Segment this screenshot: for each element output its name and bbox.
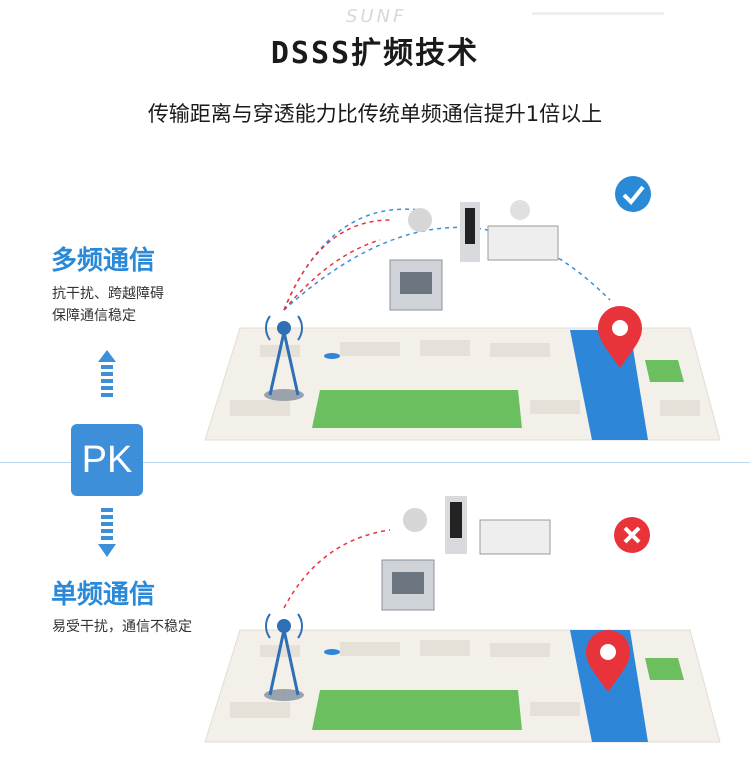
section-divider xyxy=(0,462,750,463)
signal-tower-icon xyxy=(264,315,304,401)
single-frequency-heading: 单频通信 xyxy=(51,580,156,610)
signal-tower-icon xyxy=(264,613,304,701)
cross-icon xyxy=(614,517,650,553)
page-subtitle: 传输距离与穿透能力比传统单频通信提升1倍以上 xyxy=(147,102,603,126)
city-map xyxy=(204,629,721,743)
single-frequency-illustration xyxy=(204,496,721,743)
multi-frequency-desc-2: 保障通信稳定 xyxy=(52,308,136,324)
arrow-up-icon xyxy=(98,350,116,397)
destination-pin-icon xyxy=(586,630,630,692)
page-title: DSSS扩频技术 xyxy=(270,36,480,71)
obstacle-cluster xyxy=(381,496,551,611)
multi-frequency-illustration xyxy=(204,200,721,441)
checkmark-icon xyxy=(615,176,651,212)
pk-badge: PK xyxy=(71,424,143,496)
multi-frequency-desc-1: 抗干扰、跨越障碍 xyxy=(52,286,164,302)
multi-frequency-heading: 多频通信 xyxy=(51,246,156,276)
destination-pin-icon xyxy=(598,306,642,368)
brand-watermark: SUNF xyxy=(346,6,407,27)
single-frequency-desc: 易受干扰，通信不稳定 xyxy=(52,619,192,635)
top-decor-line xyxy=(532,12,664,15)
obstacle-cluster xyxy=(389,200,559,311)
arrow-down-icon xyxy=(98,508,116,557)
